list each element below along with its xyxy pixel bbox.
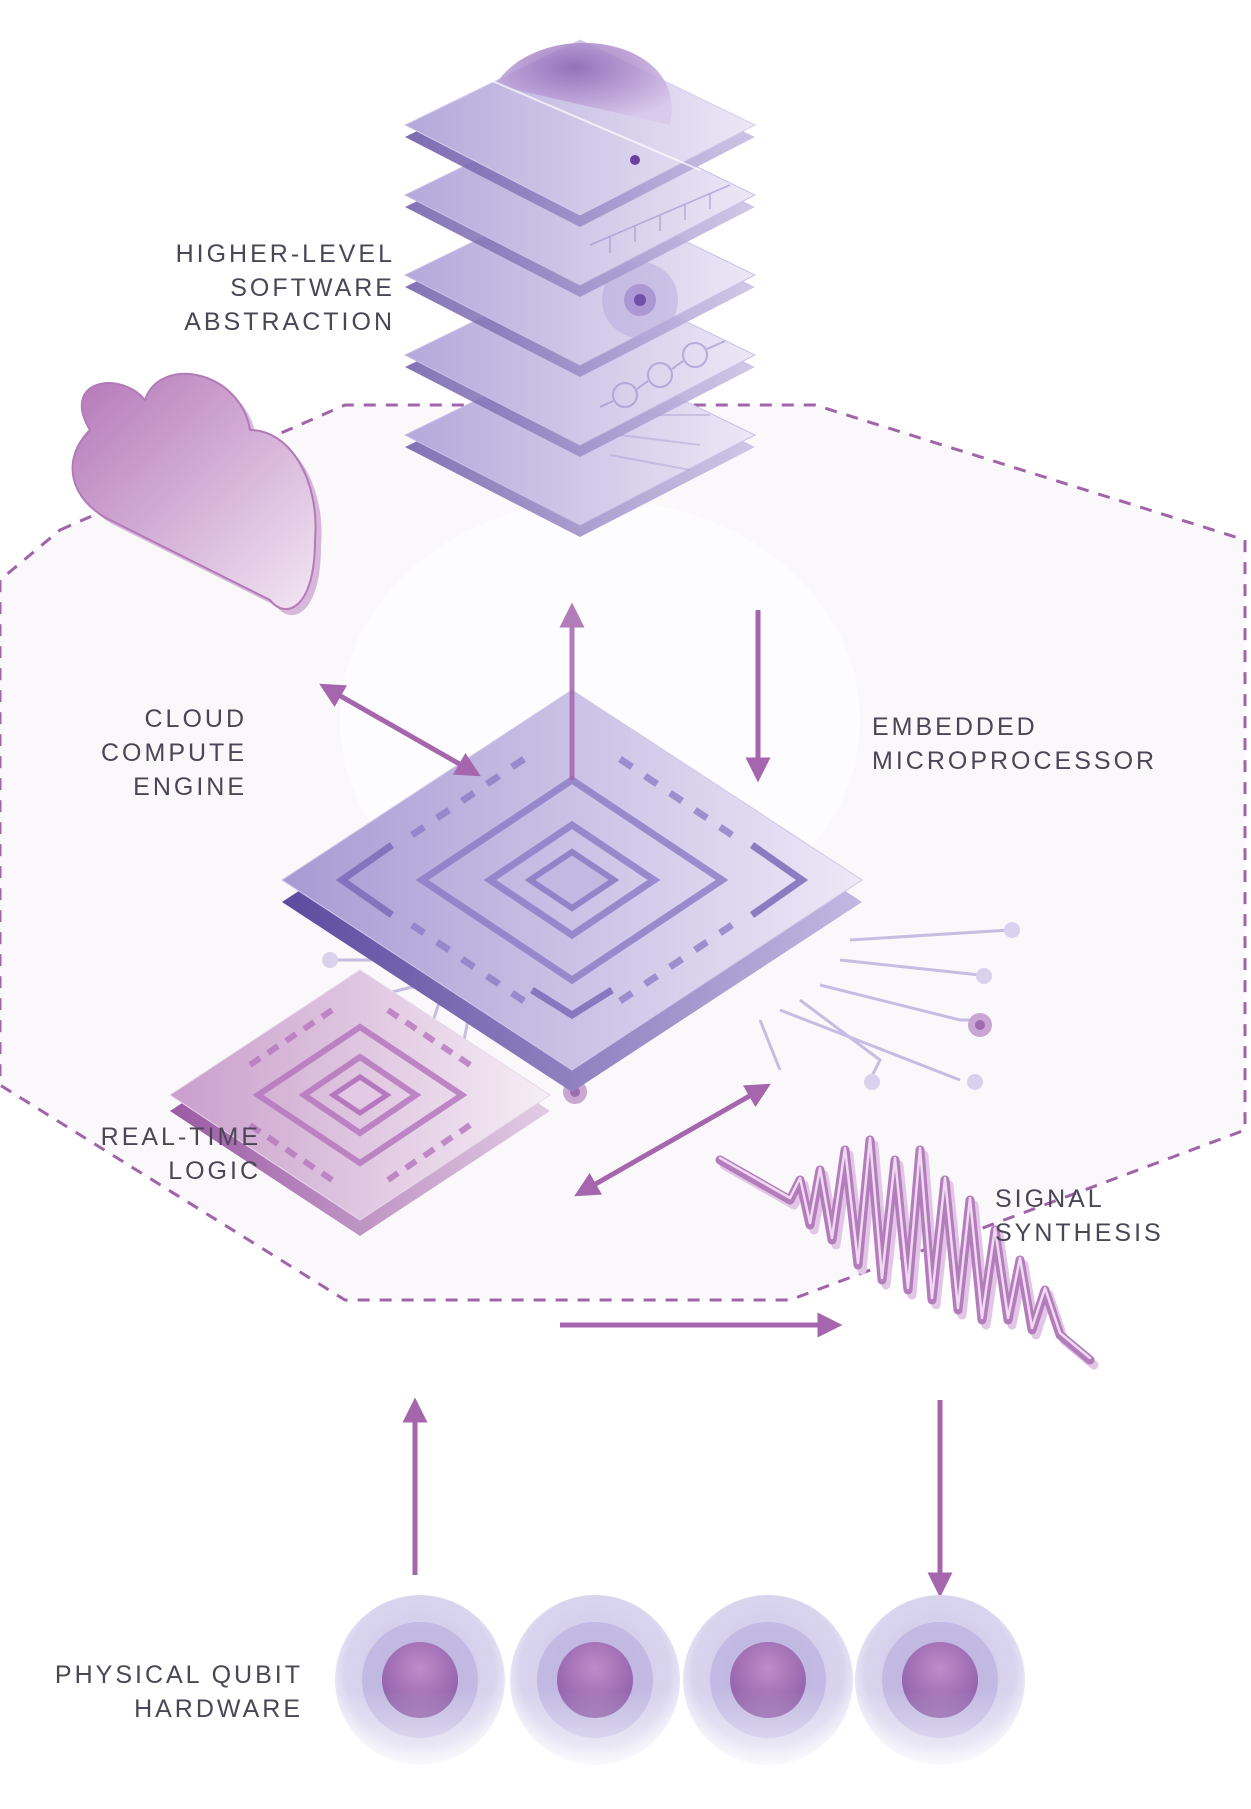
label-line: HARDWARE [134,1695,303,1723]
label-line: MICROPROCESSOR [872,747,1158,775]
label-line: CLOUD [144,705,247,733]
flow-arrows [319,602,953,1598]
qubit-row [300,1595,1060,1809]
label-real-time-logic: REAL-TIME LOGIC [101,1120,261,1188]
software-layer-stack-icon [403,39,757,537]
arrow-cloud-chip [319,683,481,777]
label-line: ENGINE [133,773,247,801]
label-line: SOFTWARE [230,274,395,302]
label-line: COMPUTE [101,739,247,767]
label-line: LOGIC [168,1157,261,1185]
microprocessor-chip-icon [281,689,1020,1104]
label-physical-qubit-hardware: PHYSICAL QUBIT HARDWARE [55,1658,303,1726]
real-time-logic-chip-icon [169,969,551,1236]
label-software-abstraction: HIGHER-LEVEL SOFTWARE ABSTRACTION [176,237,395,339]
label-line: PHYSICAL QUBIT [54,1661,303,1689]
label-embedded-microprocessor: EMBEDDED MICROPROCESSOR [872,710,1157,778]
label-line: HIGHER-LEVEL [175,240,395,268]
cloud-icon [71,373,322,616]
label-line: ABSTRACTION [184,308,395,336]
label-line: REAL-TIME [100,1123,261,1151]
arrow-chip-realtime [574,1083,771,1197]
label-line: SYNTHESIS [995,1219,1164,1247]
label-cloud-compute-engine: CLOUD COMPUTE ENGINE [101,702,247,804]
label-signal-synthesis: SIGNAL SYNTHESIS [995,1182,1164,1250]
label-line: SIGNAL [995,1185,1105,1213]
label-line: EMBEDDED [872,713,1038,741]
signal-waveform-icon [715,1135,1099,1370]
